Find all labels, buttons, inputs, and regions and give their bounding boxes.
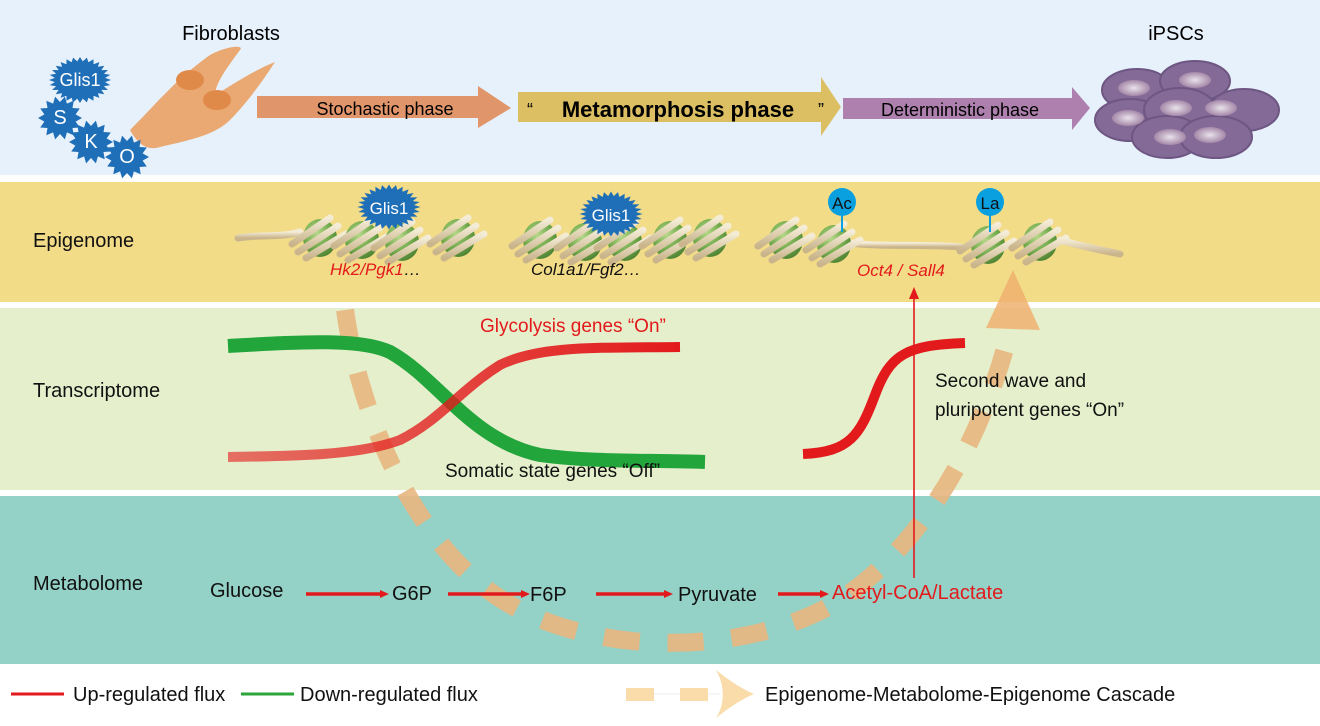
glis1-bound-icon-2: Glis1 [579, 191, 643, 237]
second-wave-label-line2: pluripotent genes “On” [935, 400, 1124, 421]
metabolite-g6p: G6P [392, 583, 432, 605]
gene-group-somatic: Col1a1/Fgf2… [531, 260, 641, 279]
metabolite-acetyl-coa-lactate: Acetyl-CoA/Lactate [832, 582, 1003, 604]
metabolite-glucose: Glucose [210, 580, 283, 602]
legend-cascade-arrow-icon [716, 670, 754, 718]
flux-arrow-1 [306, 590, 389, 598]
phase-label-stochastic: Stochastic phase [316, 99, 453, 119]
gene-group-glycolysis-label: Hk2/Pgk1 [330, 260, 404, 279]
glis1-factor-label: Glis1 [59, 70, 100, 90]
legend-cascade-label: Epigenome-Metabolome-Epigenome Cascade [765, 684, 1175, 706]
legend: Up-regulated flux Down-regulated flux Ep… [11, 670, 1175, 718]
legend-cascade: Epigenome-Metabolome-Epigenome Cascade [626, 670, 1175, 718]
metabolite-to-epigenome-arrow [909, 287, 919, 578]
phase-close-quote: ” [818, 100, 824, 120]
legend-down-regulated: Down-regulated flux [241, 684, 478, 706]
arrowhead-up-icon [909, 287, 919, 299]
phase-arrow-metamorphosis: “ Metamorphosis phase ” [518, 77, 841, 136]
gene-group-somatic-label: Col1a1/Fgf2 [531, 260, 624, 279]
legend-down-label: Down-regulated flux [300, 684, 478, 706]
k-factor-icon: K [69, 120, 113, 164]
row-label-transcriptome: Transcriptome [33, 380, 161, 402]
ipsc-colony-icon [1094, 60, 1280, 159]
phase-arrow-deterministic: Deterministic phase [843, 87, 1090, 130]
glycolysis-genes-curve [227, 342, 681, 462]
legend-up-label: Up-regulated flux [73, 684, 225, 706]
metabolite-f6p: F6P [530, 584, 567, 606]
phase-open-quote: “ [527, 100, 533, 120]
flux-arrow-3 [596, 590, 673, 598]
flux-arrow-2 [448, 590, 530, 598]
fibroblast-cell-icon [130, 46, 275, 149]
chromatin-left [234, 218, 484, 262]
glis1-factor-icon: Glis1 [49, 57, 111, 103]
gene-group-pluripotent: Oct4 / Sall4 [857, 261, 945, 280]
phase-arrow-stochastic: Stochastic phase [257, 86, 511, 128]
k-factor-label: K [84, 131, 98, 153]
legend-up-regulated: Up-regulated flux [11, 684, 225, 706]
glis1-bound-icon-1: Glis1 [357, 184, 421, 230]
reprogramming-factors: Glis1 S K O [38, 57, 149, 179]
row-label-metabolome: Metabolome [33, 573, 144, 595]
acetylation-mark: Ac [828, 188, 856, 232]
gene-group-glycolysis: Hk2/Pgk1… [330, 260, 421, 279]
glis1-bound-label-2: Glis1 [592, 206, 631, 225]
fibroblasts-label: Fibroblasts [182, 23, 280, 45]
row-label-epigenome: Epigenome [33, 230, 135, 252]
o-factor-icon: O [105, 135, 149, 179]
phase-label-deterministic: Deterministic phase [881, 100, 1039, 120]
somatic-genes-label: Somatic state genes “Off” [445, 461, 660, 482]
second-wave-label-line1: Second wave and [935, 371, 1086, 392]
gene-group-glycolysis-suffix: … [404, 260, 421, 279]
glis1-bound-label-1: Glis1 [370, 199, 409, 218]
lactylation-mark-label: La [981, 194, 1000, 213]
somatic-genes-curve [227, 335, 706, 469]
gene-group-somatic-suffix: … [624, 260, 641, 279]
ipscs-label: iPSCs [1148, 23, 1204, 45]
glycolysis-genes-label: Glycolysis genes “On” [480, 316, 666, 337]
phase-label-metamorphosis: Metamorphosis phase [562, 97, 794, 122]
lactylation-mark: La [976, 188, 1004, 232]
s-factor-label: S [53, 107, 66, 129]
acetylation-mark-label: Ac [832, 194, 852, 213]
metabolite-pyruvate: Pyruvate [678, 584, 757, 606]
cascade-arrow [336, 270, 1040, 652]
reprogramming-stage-band [0, 0, 1320, 175]
s-factor-icon: S [38, 96, 82, 140]
metabolome-band [0, 496, 1320, 664]
o-factor-label: O [119, 146, 135, 168]
cascade-arrowhead-icon [986, 270, 1040, 330]
chromatin-right [758, 220, 1124, 265]
flux-arrow-4 [778, 590, 829, 598]
pluripotent-genes-curve [802, 338, 966, 459]
